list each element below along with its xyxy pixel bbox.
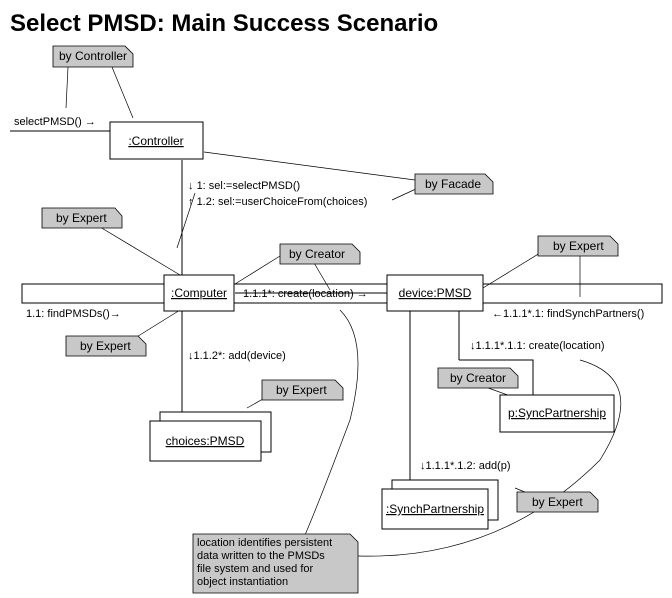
object-controller[interactable]: :Controller <box>109 121 204 160</box>
note-by-expert-2: by Expert <box>537 235 619 257</box>
msg-1-1-1: 1.1.1*: create(location) → <box>243 288 368 300</box>
svg-text:by Facade: by Facade <box>425 177 481 191</box>
msg-1: ↓ 1: sel:=selectPMSD() <box>188 180 301 192</box>
object-choices[interactable]: choices:PMSD <box>149 411 272 462</box>
svg-text:by Expert: by Expert <box>56 211 107 225</box>
association-links <box>10 130 663 480</box>
link-device-sync-2 <box>459 359 534 395</box>
note-by-creator-2: by Creator <box>437 367 519 389</box>
object-synch-multi[interactable]: :SynchPartnership <box>381 479 499 530</box>
object-sync-partnership[interactable]: p:SyncPartnership <box>499 394 615 433</box>
note-by-expert-3: by Expert <box>65 335 147 357</box>
object-device[interactable]: device:PMSD <box>386 274 484 312</box>
svg-text:by Expert: by Expert <box>276 383 327 397</box>
link-outer-band <box>21 283 663 304</box>
note-by-expert-1: by Expert <box>41 207 123 229</box>
svg-text:by Creator: by Creator <box>289 247 345 261</box>
msg-1-1: 1.1: findPMSDs()→ <box>26 308 121 320</box>
msg-1-1-2: ↓1.1.2*: add(device) <box>188 350 286 362</box>
note-location-text: location identifies persistent data writ… <box>197 537 333 588</box>
svg-text:by Expert: by Expert <box>532 495 583 509</box>
object-choices-label: choices:PMSD <box>166 434 245 448</box>
object-device-label: device:PMSD <box>399 286 472 300</box>
svg-text:by Expert: by Expert <box>80 339 131 353</box>
note-by-expert-5: by Expert <box>516 491 599 513</box>
object-controller-label: :Controller <box>128 134 183 148</box>
msg-1-2: ↑ 1.2: sel:=userChoiceFrom(choices) <box>188 196 368 208</box>
note-connectors <box>65 66 622 557</box>
note-by-facade: by Facade <box>414 173 494 195</box>
object-computer-label: :Computer <box>171 286 227 300</box>
msg-1-1-1-1: ←1.1.1*.1: findSynchPartners() <box>492 308 645 320</box>
svg-text:by Creator: by Creator <box>450 371 506 385</box>
note-by-creator-1: by Creator <box>279 243 361 265</box>
svg-text:by Expert: by Expert <box>553 239 604 253</box>
msg-select-pmsd: selectPMSD() → <box>14 116 96 128</box>
object-synch-multi-label: :SynchPartnership <box>386 502 484 516</box>
object-sync-label: p:SyncPartnership <box>508 406 606 420</box>
note-by-expert-4: by Expert <box>261 379 344 401</box>
note-location <box>192 533 359 594</box>
msg-1-1-1-1-2: ↓1.1.1*.1.2: add(p) <box>420 460 511 472</box>
object-computer[interactable]: :Computer <box>163 274 235 312</box>
svg-text:by Controller: by Controller <box>59 49 127 63</box>
diagram-title: Select PMSD: Main Success Scenario <box>10 10 439 37</box>
msg-1-1-1-1-1: ↓1.1.1*.1.1: create(location) <box>470 340 605 352</box>
note-by-controller: by Controller <box>52 45 134 68</box>
